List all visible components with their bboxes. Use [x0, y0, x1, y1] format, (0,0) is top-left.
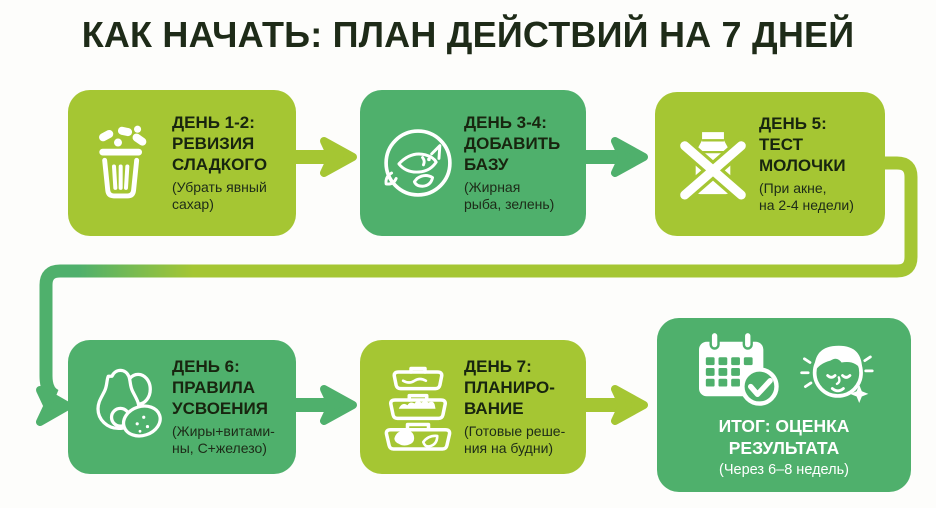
- flow-card-day-6: ДЕНЬ 6: ПРАВИЛА УСВОЕНИЯ (Жиры+витами- н…: [68, 340, 296, 474]
- meal-containers-icon: [372, 361, 464, 453]
- flow-card-day-1-2: ДЕНЬ 1-2: РЕВИЗИЯ СЛАДКОГО (Убрать явный…: [68, 90, 296, 236]
- flow-card-day-7: ДЕНЬ 7: ПЛАНИРО- ВАНИЕ (Готовые реше- ни…: [360, 340, 586, 474]
- card-subtitle: (При акне, на 2-4 недели): [759, 180, 854, 214]
- card-subtitle: (Через 6–8 недель): [719, 462, 849, 479]
- arrow-card4-to-card5-icon: [292, 385, 357, 425]
- card-subtitle: (Убрать явный сахар): [172, 179, 267, 213]
- card-title: ИТОГ: ОЦЕНКА РЕЗУЛЬТАТА: [718, 416, 850, 458]
- glowing-face-icon: [800, 346, 874, 404]
- calendar-check-face-icon: [693, 330, 875, 408]
- arrow-card2-to-card3-icon: [583, 137, 648, 177]
- card-title: ДЕНЬ 7: ПЛАНИРО- ВАНИЕ: [464, 357, 555, 418]
- flow-card-day-3-4: ДЕНЬ 3-4: ДОБАВИТЬ БАЗУ (Жирная рыба, зе…: [360, 90, 586, 236]
- flow-card-day-5: ДЕНЬ 5: ТЕСТ МОЛОЧКИ (При акне, на 2-4 н…: [655, 92, 885, 236]
- card-title: ДЕНЬ 1-2: РЕВИЗИЯ СЛАДКОГО: [172, 113, 268, 174]
- card-title: ДЕНЬ 3-4: ДОБАВИТЬ БАЗУ: [464, 113, 561, 174]
- card-title: ДЕНЬ 5: ТЕСТ МОЛОЧКИ: [759, 114, 846, 175]
- avocado-lemon-icon: [80, 365, 172, 449]
- no-dairy-icon: [667, 123, 759, 205]
- flow-card-result: ИТОГ: ОЦЕНКА РЕЗУЛЬТАТА (Через 6–8 недел…: [657, 318, 911, 492]
- arrow-card1-to-card2-icon: [292, 137, 357, 177]
- trash-candy-icon: [80, 123, 172, 203]
- fish-greens-plate-icon: [372, 122, 464, 204]
- page-title: КАК НАЧАТЬ: ПЛАН ДЕЙСТВИЙ НА 7 ДНЕЙ: [81, 14, 855, 55]
- card-subtitle: (Жирная рыба, зелень): [464, 179, 555, 213]
- calendar-check-icon: [699, 331, 779, 407]
- card-title: ДЕНЬ 6: ПРАВИЛА УСВОЕНИЯ: [172, 357, 268, 418]
- arrow-card5-to-card6-icon: [583, 385, 648, 425]
- card-subtitle: (Жиры+витами- ны, С+железо): [172, 423, 275, 457]
- card-subtitle: (Готовые реше- ния на будни): [464, 423, 566, 457]
